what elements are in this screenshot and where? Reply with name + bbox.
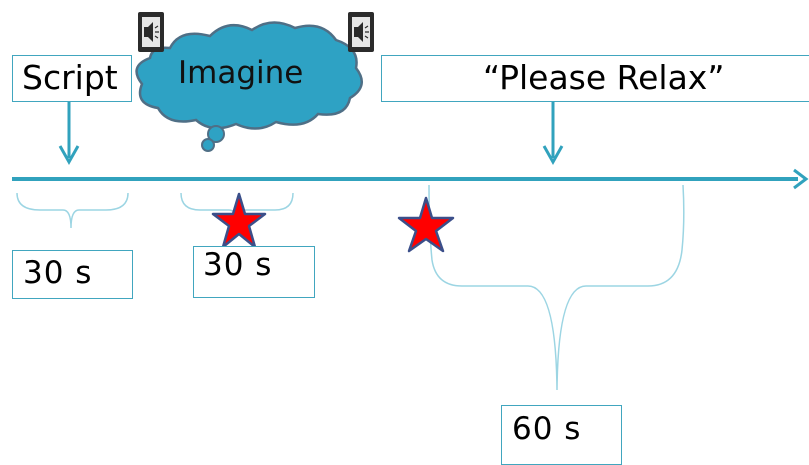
relax-box: “Please Relax” bbox=[381, 55, 809, 102]
brace-third bbox=[428, 184, 685, 391]
imagine-label: Imagine bbox=[178, 55, 304, 91]
imagine-cloud bbox=[135, 21, 363, 152]
relax-arrow bbox=[542, 102, 564, 166]
star-icon bbox=[397, 196, 455, 253]
diagram-canvas bbox=[12, 12, 809, 391]
duration-box-third: 60 s bbox=[501, 405, 622, 465]
star-icon bbox=[211, 192, 267, 249]
duration-label-second: 30 s bbox=[203, 247, 273, 283]
script-box: Script bbox=[12, 55, 132, 102]
relax-label: “Please Relax” bbox=[483, 58, 725, 97]
script-arrow bbox=[58, 102, 80, 166]
duration-label-third: 60 s bbox=[512, 411, 582, 447]
duration-label-first: 30 s bbox=[23, 255, 93, 291]
speaker-icon[interactable] bbox=[348, 12, 374, 52]
brace-first bbox=[16, 192, 129, 229]
script-label: Script bbox=[22, 58, 118, 97]
duration-box-second: 30 s bbox=[193, 246, 315, 298]
timeline-arrowhead bbox=[793, 168, 809, 190]
duration-box-first: 30 s bbox=[12, 250, 133, 299]
speaker-icon[interactable] bbox=[138, 12, 164, 52]
